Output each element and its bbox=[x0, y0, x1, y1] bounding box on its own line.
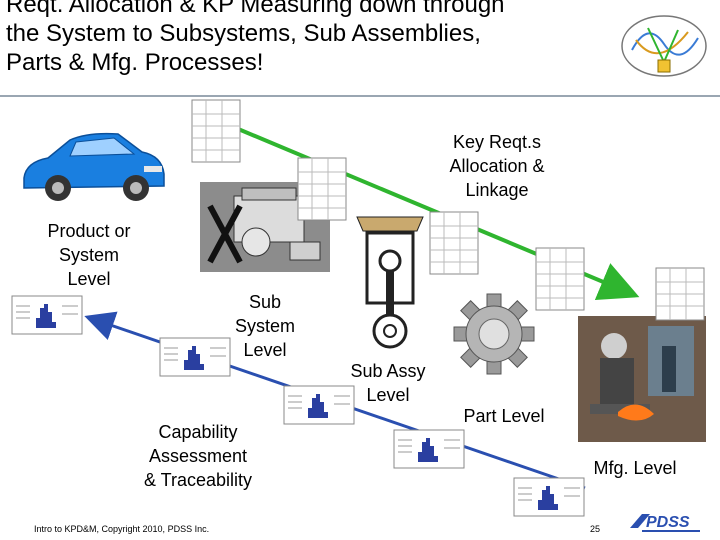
logo-graphic bbox=[621, 15, 707, 77]
sub-assy-level-label: Sub Assy Level bbox=[350, 361, 426, 405]
mfg-level-label: Mfg. Level bbox=[593, 458, 677, 478]
req-sheet bbox=[535, 247, 585, 311]
pdss-logo: PDSS bbox=[628, 508, 704, 536]
req-sheet bbox=[191, 99, 241, 163]
piston-image bbox=[356, 216, 424, 349]
gear-icon bbox=[453, 293, 535, 375]
welder-image bbox=[578, 316, 706, 442]
capability-label: Capability Assessment & Traceability bbox=[143, 422, 253, 490]
product-level-label: Product or System Level bbox=[47, 221, 131, 289]
capability-histogram bbox=[393, 429, 465, 469]
capability-histogram bbox=[283, 385, 355, 425]
page-number: 25 bbox=[590, 524, 601, 534]
car-image bbox=[23, 132, 165, 201]
pdss-logo-text: PDSS bbox=[646, 514, 690, 531]
capability-histogram bbox=[159, 337, 231, 377]
req-sheet bbox=[655, 267, 705, 321]
req-sheet bbox=[297, 157, 347, 221]
key-reqts-label: Key Reqt.s Allocation & Linkage bbox=[449, 132, 545, 200]
capability-histogram bbox=[513, 477, 585, 517]
footer-copyright: Intro to KPD&M, Copyright 2010, PDSS Inc… bbox=[34, 524, 210, 534]
subsystem-level-label: Sub System Level bbox=[234, 292, 295, 360]
req-sheet bbox=[429, 211, 479, 275]
title-divider bbox=[0, 95, 720, 97]
slide-title: Reqt. Allocation & KP Measuring down thr… bbox=[6, 0, 505, 76]
part-level-label: Part Level bbox=[463, 406, 545, 426]
capability-histogram bbox=[11, 295, 83, 335]
engine-image bbox=[200, 182, 330, 272]
